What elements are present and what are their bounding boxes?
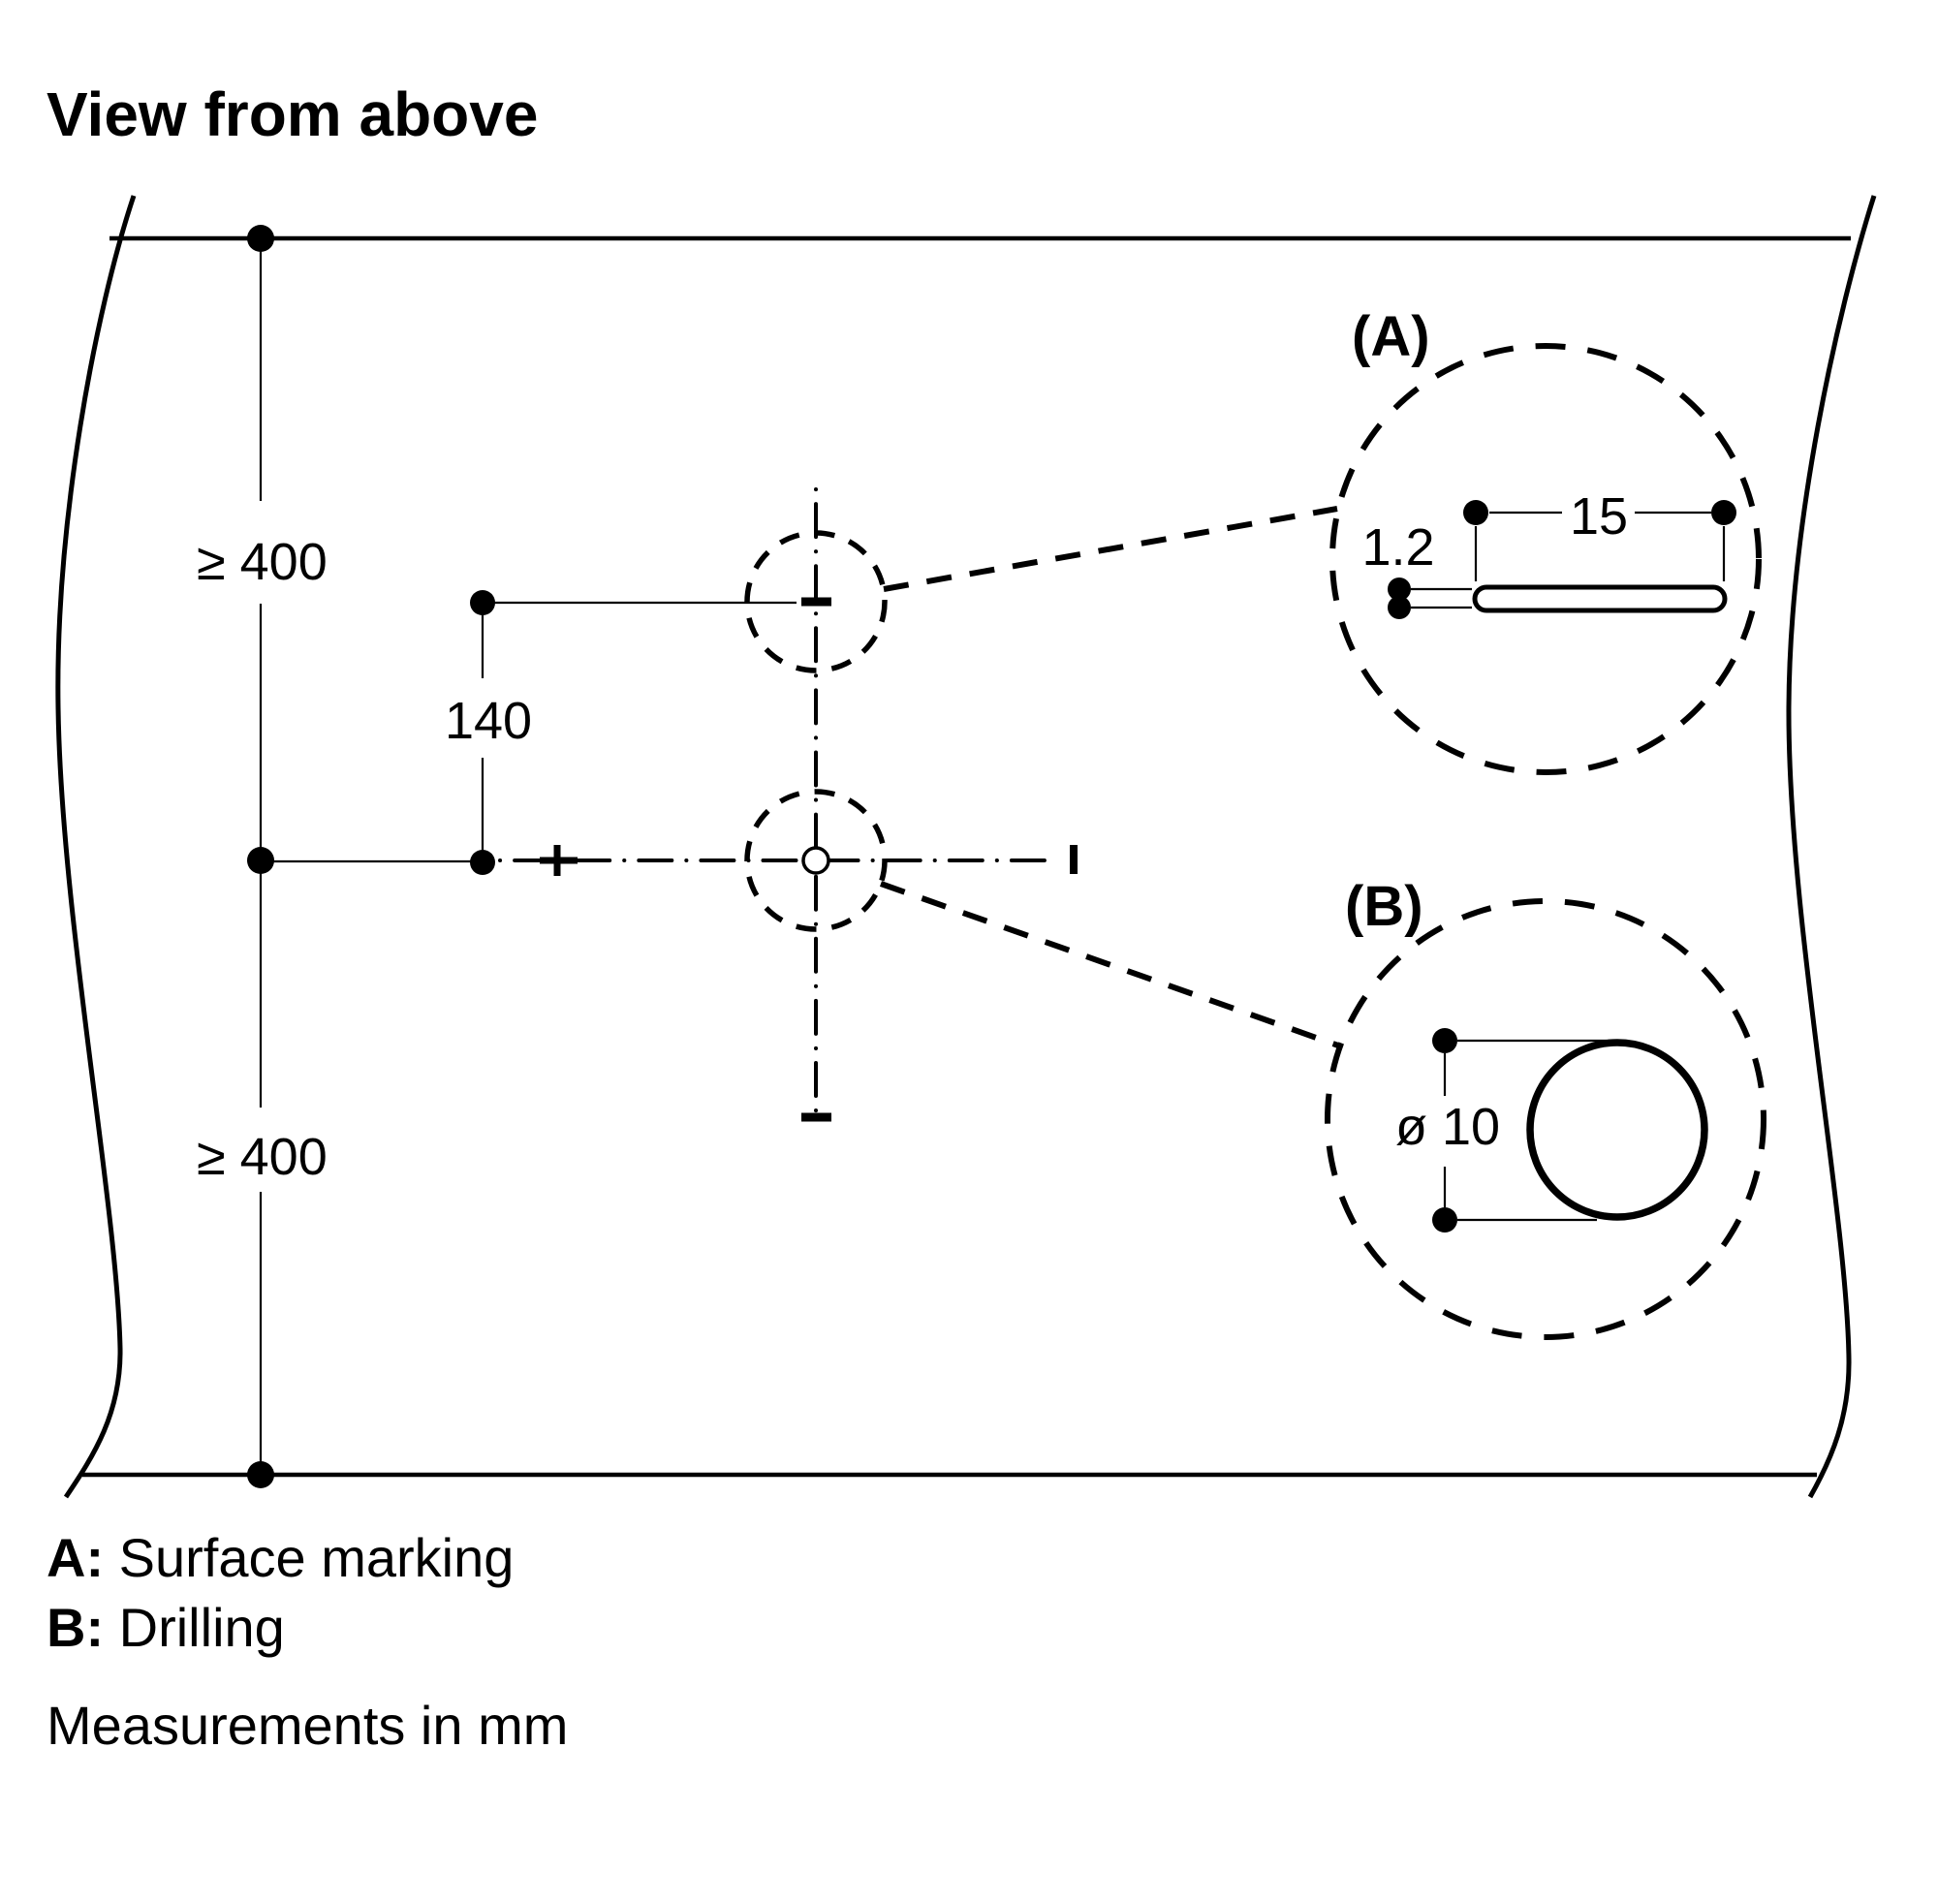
offset-label: 140 [445,692,532,750]
surface-marking-detail-circle [744,530,888,673]
clearance-top-label: ≥ 400 [197,533,328,591]
detail-a-label: (A) [1352,305,1430,368]
slot-length-dot-right [1711,500,1736,525]
slot-length-label: 15 [1570,487,1628,546]
break-line-right [1786,195,1877,1499]
detail-a-magnifier-circle [1329,343,1762,775]
slot-width-dot-bottom [1388,596,1411,619]
detail-a: (A) 15 1.2 [1329,305,1762,775]
centerlines [498,487,1078,1122]
marking-positions [744,530,888,932]
detail-leaders [879,506,1340,1048]
worktop-surface [55,195,1877,1499]
drilling-detail-circle [744,789,888,932]
break-line-left [55,195,137,1499]
legend-a-key: A: [47,1527,104,1588]
slot-length-dot-left [1463,500,1488,525]
detail-b-label: (B) [1345,875,1423,938]
dim-dot-hole-level [470,850,495,875]
hole-dia-label: ø 10 [1395,1098,1500,1156]
drill-hole-symbol [801,846,830,875]
legend-b-key: B: [47,1597,104,1658]
dim-dot-top-edge [247,225,274,252]
hole-dia-dot-bottom [1432,1207,1457,1233]
dim-dot-bottom-edge [247,1461,274,1488]
page-title: View from above [47,79,538,149]
detail-b: (B) ø 10 [1325,875,1766,1340]
legend-a-value: Surface marking [104,1527,514,1588]
measurements-note: Measurements in mm [47,1695,568,1756]
legend-b-value: Drilling [104,1597,285,1658]
leader-to-detail-a [883,506,1338,592]
legend: A: Surface marking B: Drilling Measureme… [47,1527,568,1756]
detail-b-magnifier-circle [1325,898,1766,1340]
clearance-bottom-label: ≥ 400 [197,1128,328,1186]
hole-dia-dot-top [1432,1028,1457,1053]
legend-line-a: A: Surface marking [47,1527,514,1588]
slot-marking-shape [1472,584,1728,613]
slot-width-dot-top [1388,577,1411,601]
slot-width-label: 1.2 [1361,518,1434,577]
drill-hole-shape [1526,1039,1708,1221]
clearance-dimension: ≥ 400 ≥ 400 [197,225,328,1488]
legend-line-b: B: Drilling [47,1597,285,1658]
leader-to-detail-b [879,881,1340,1048]
offset-dimension: 140 [261,590,797,875]
